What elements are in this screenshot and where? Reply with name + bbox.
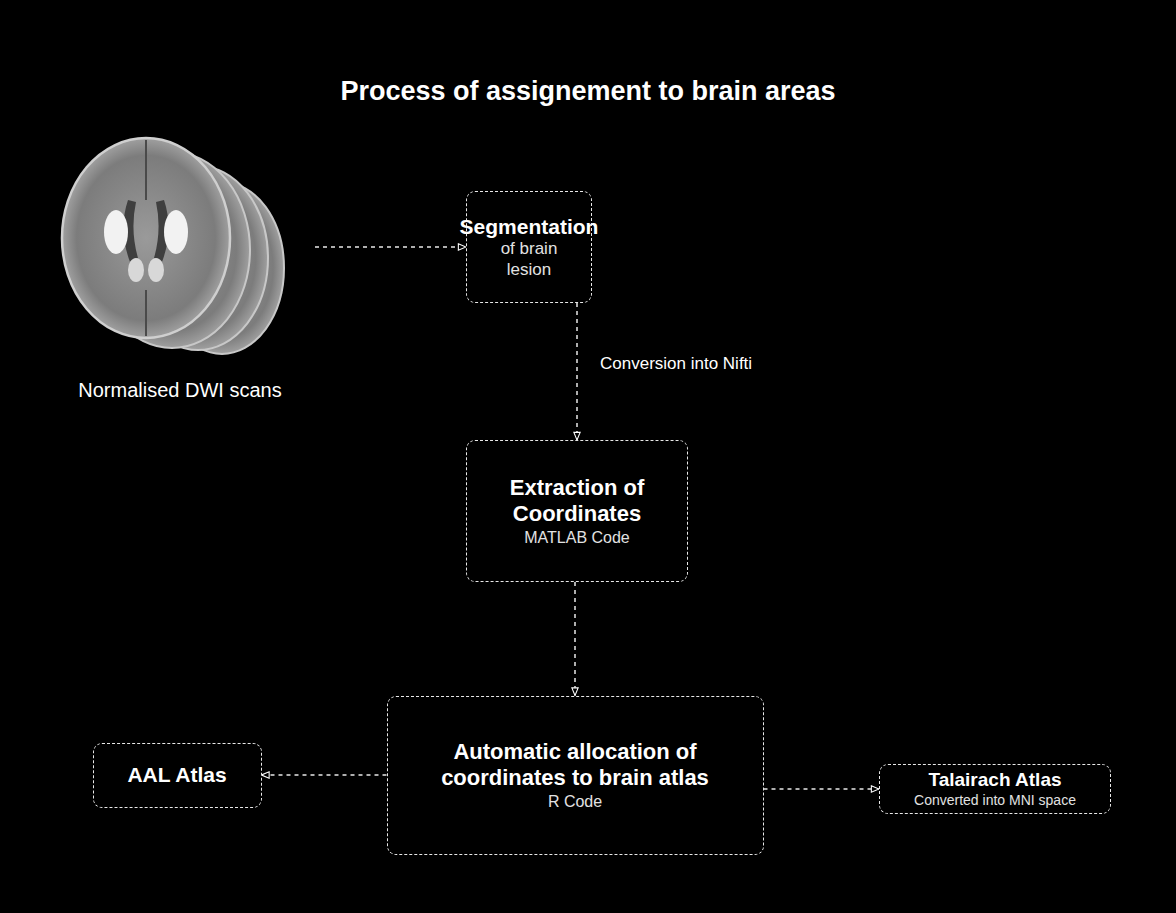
process-box: Extraction of CoordinatesMATLAB Code — [466, 440, 688, 582]
node-subtext: MATLAB Code — [524, 528, 630, 547]
flow-arrow — [262, 774, 387, 776]
node-subtext: R Code — [548, 792, 602, 811]
atlas-box: AAL Atlas — [93, 743, 262, 808]
node-subtext: Converted into MNI space — [914, 792, 1076, 809]
node-subtext: of brain lesion — [477, 239, 581, 280]
flow-arrow — [574, 582, 576, 696]
node-heading: Segmentation — [460, 214, 599, 239]
brain-fissure — [145, 290, 147, 336]
basal-ganglia — [148, 258, 164, 282]
lesion-area — [104, 210, 128, 254]
node-heading: Talairach Atlas — [928, 769, 1061, 792]
node-heading: Normalised DWI scans — [78, 378, 281, 402]
process-box: Automatic allocation of coordinates to b… — [387, 696, 764, 855]
diagram-title: Process of assignement to brain areas — [0, 76, 1176, 107]
brain-slice — [62, 138, 230, 338]
atlas-box: Talairach AtlasConverted into MNI space — [879, 764, 1111, 814]
flow-arrow — [764, 788, 880, 790]
image-node: Normalised DWI scans — [45, 132, 315, 412]
flow-arrow — [315, 246, 466, 248]
node-heading: Automatic allocation of coordinates to b… — [418, 739, 733, 792]
edge-label: Conversion into Nifti — [597, 352, 755, 375]
brain-fissure — [145, 140, 147, 200]
brain-slices — [62, 138, 284, 354]
lesion-area — [164, 210, 188, 254]
basal-ganglia — [128, 258, 144, 282]
node-heading: AAL Atlas — [127, 762, 226, 787]
flow-arrow — [576, 303, 578, 440]
process-box: Segmentationof brain lesion — [466, 191, 592, 303]
node-heading: Extraction of Coordinates — [485, 475, 669, 528]
